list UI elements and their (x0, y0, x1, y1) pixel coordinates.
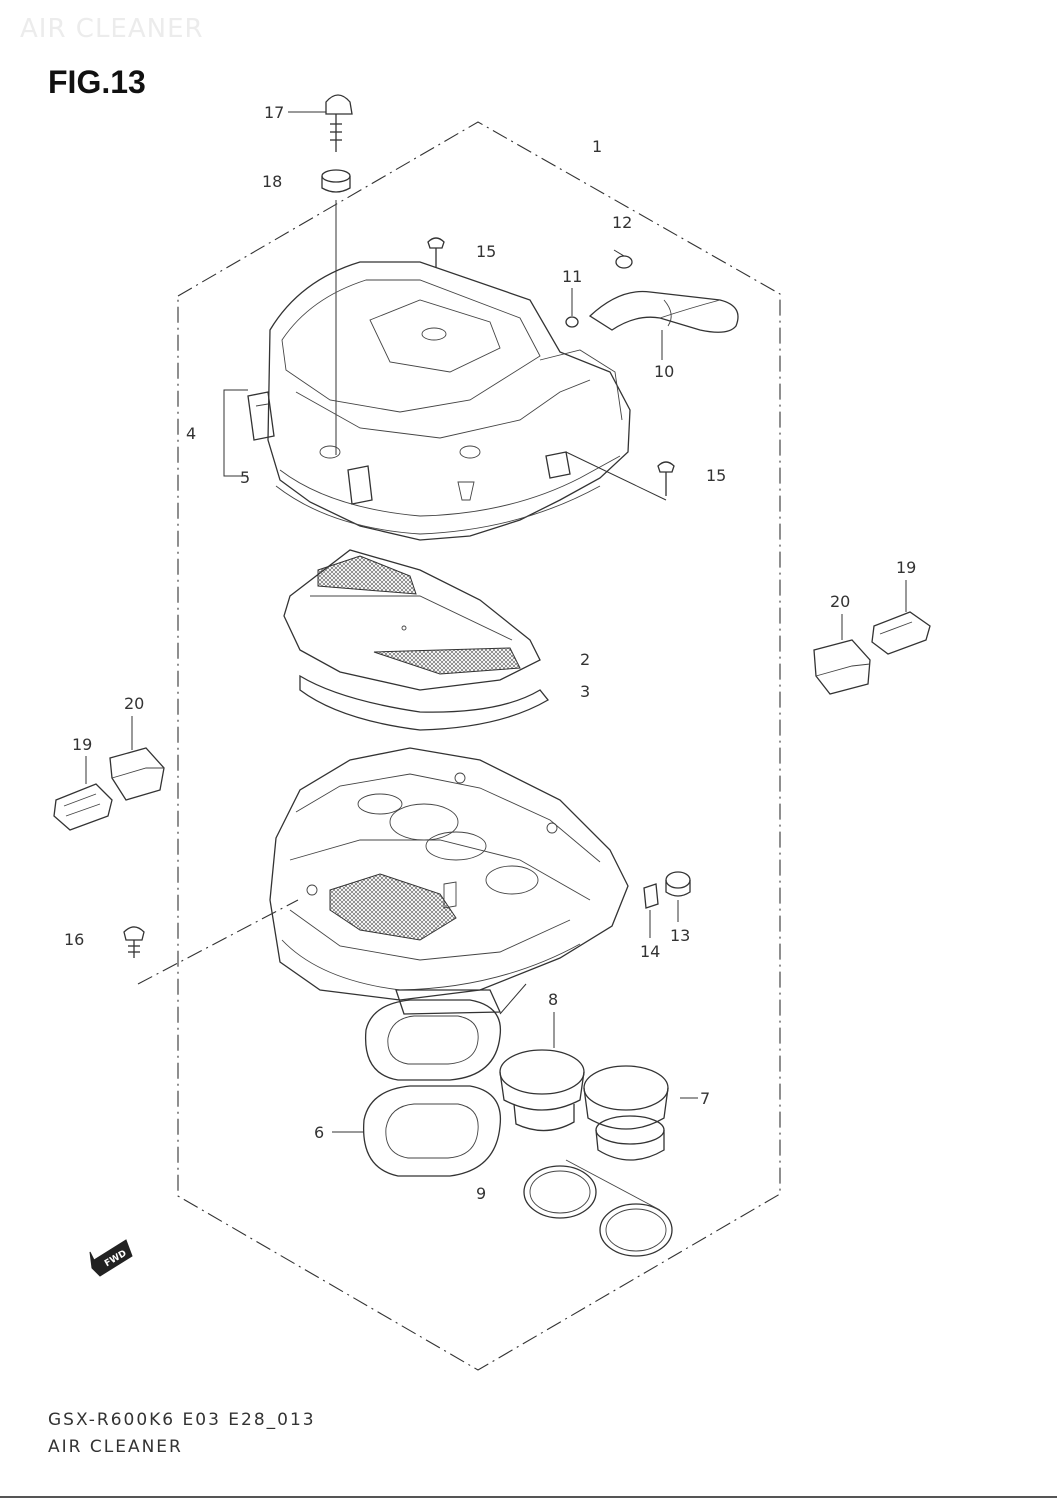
part-18-grommet (321, 169, 351, 455)
callout-19-left: 19 (72, 735, 92, 754)
callout-15-right: 15 (706, 466, 726, 485)
part-15-screw-top (427, 237, 445, 268)
callout-9: 9 (476, 1184, 486, 1203)
part-20-cap-right (813, 614, 871, 695)
callout-5: 5 (240, 468, 250, 487)
callout-7: 7 (700, 1089, 710, 1108)
footer-model-code: GSX-R600K6 E03 E28_013 (48, 1410, 316, 1430)
callout-15-top: 15 (476, 242, 496, 261)
part-5-clip (347, 451, 571, 505)
part-14-clip (643, 883, 659, 938)
callout-4: 4 (186, 424, 196, 443)
callout-3: 3 (580, 682, 590, 701)
part-16-bolt (123, 926, 145, 958)
part-19-connector-left (53, 756, 113, 831)
callout-20-left: 20 (124, 694, 144, 713)
callout-2: 2 (580, 650, 590, 669)
callout-6: 6 (314, 1123, 324, 1142)
part-10-hose (588, 290, 739, 360)
part-20-cap-left (109, 716, 165, 801)
part-12-clamp (613, 249, 633, 269)
callout-1: 1 (592, 137, 602, 156)
bottom-border (0, 1496, 1057, 1498)
watermark-title: AIR CLEANER (20, 14, 204, 44)
callout-18: 18 (262, 172, 282, 191)
callout-13: 13 (670, 926, 690, 945)
callout-labels: 1 2 3 4 5 6 7 8 9 10 11 12 13 14 15 15 1… (64, 103, 916, 1203)
callout-17: 17 (264, 103, 284, 122)
part-9-clamp (523, 1159, 673, 1257)
part-2-filter-element (283, 549, 541, 691)
footer-section-name: AIR CLEANER (48, 1437, 183, 1457)
part-6-seal-ring-upper (364, 999, 502, 1081)
figure-title: FIG.13 (48, 64, 146, 100)
part-7-funnel (583, 1065, 698, 1161)
callout-10: 10 (654, 362, 674, 381)
part-6-seal-ring (332, 1085, 502, 1177)
part-13-plug (665, 871, 691, 922)
callout-20-right: 20 (830, 592, 850, 611)
fwd-arrow-icon: FWD (89, 1239, 133, 1277)
callout-8: 8 (548, 990, 558, 1009)
part-3-seal (299, 674, 549, 731)
part-8-funnel (499, 1012, 585, 1132)
part-15-screw-right (565, 451, 675, 501)
part-1-cleaner-cap (267, 261, 631, 541)
part-19-connector-right (871, 580, 931, 655)
callout-12: 12 (612, 213, 632, 232)
assembly-outline (137, 121, 781, 1371)
part-11-clamp (565, 288, 579, 328)
part-17-screw (325, 94, 353, 152)
callout-14: 14 (640, 942, 660, 961)
callout-19-right: 19 (896, 558, 916, 577)
callout-16: 16 (64, 930, 84, 949)
part-4-clip (223, 389, 275, 477)
part-lower-case (269, 747, 629, 1015)
callout-11: 11 (562, 267, 582, 286)
